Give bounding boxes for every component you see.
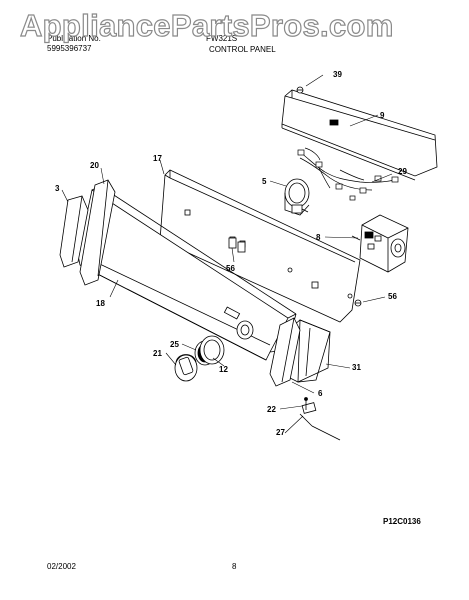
leader-lines <box>61 74 393 434</box>
part-label-12: 12 <box>219 365 228 374</box>
push-button-27 <box>299 397 341 441</box>
part-label-39: 39 <box>333 70 342 79</box>
part-label-22: 22 <box>267 405 276 414</box>
dial-plate-12 <box>199 335 225 365</box>
section-title: CONTROL PANEL <box>209 45 276 54</box>
publication-number: 5995396737 <box>47 44 92 53</box>
publication-label: Publication No. <box>47 34 101 43</box>
screw-39 <box>296 86 304 94</box>
front-console-panel <box>77 185 297 361</box>
site-watermark: AppliancePartsPros.com <box>19 7 394 43</box>
left-end-cap-3 <box>59 195 89 268</box>
wire-harness <box>297 147 399 201</box>
screw-56-right <box>354 299 362 307</box>
part-label-21: 21 <box>153 349 162 358</box>
model-number: FW321S <box>206 34 238 43</box>
part-label-3: 3 <box>55 184 60 193</box>
part-label-27: 27 <box>276 428 285 437</box>
timer-8 <box>351 214 409 273</box>
part-label-25: 25 <box>170 340 179 349</box>
drawing-code: P12C0136 <box>383 517 421 526</box>
part-label-17: 17 <box>153 154 162 163</box>
part-label-5: 5 <box>262 177 267 186</box>
part-label-56: 56 <box>226 264 235 273</box>
part-label-18: 18 <box>96 299 105 308</box>
left-end-cap-20 <box>79 179 116 286</box>
clip-56 <box>228 237 246 253</box>
part-label-9: 9 <box>380 111 385 120</box>
part-label-6: 6 <box>318 389 323 398</box>
rear-cover-panel <box>281 89 438 181</box>
footer-date: 02/2002 <box>47 562 76 571</box>
end-cap-6 <box>269 317 301 387</box>
part-label-31: 31 <box>352 363 361 372</box>
part-label-20: 20 <box>90 161 99 170</box>
part-label-29: 29 <box>398 167 407 176</box>
part-label-8: 8 <box>316 233 321 242</box>
part-label-56-right: 56 <box>388 292 397 301</box>
selector-switch-5 <box>284 178 310 216</box>
knob-21 <box>174 354 198 382</box>
footer-page-number: 8 <box>232 562 237 571</box>
